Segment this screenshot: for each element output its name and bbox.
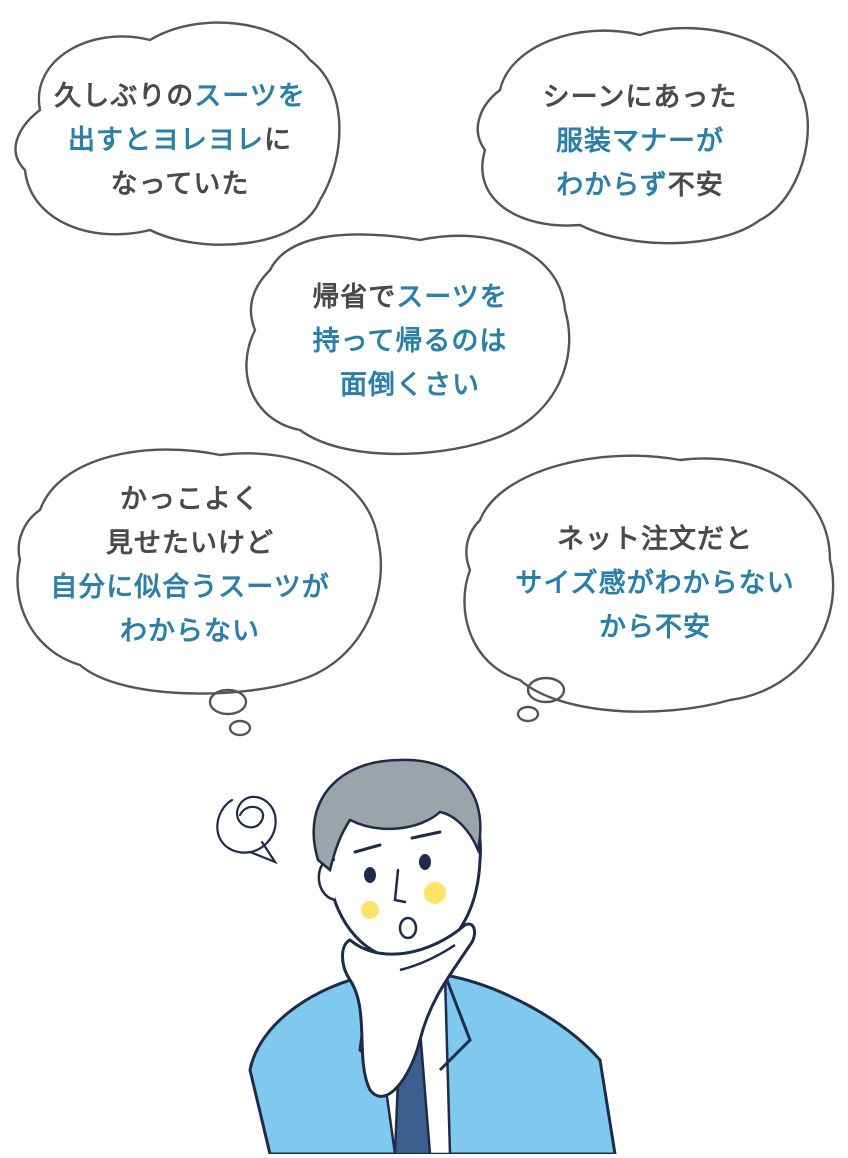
thought-bubble-3: 帰省でスーツを 持って帰るのは 面倒くさい [260,276,560,408]
bubble-2-line-2: 服装マナーが [556,126,724,157]
bubble-2-line-1: シーンにあった [542,82,738,113]
bubble-3-line-1-b: スーツを [396,282,508,313]
bubble-1-line-2-b: に [264,125,292,156]
bubble-1-line-1-a: 久しぶりの [54,81,195,112]
bubble-4-line-2: 見せたいけど [106,528,274,559]
bubble-4-line-4: わからない [120,616,260,647]
businessman-figure [248,758,617,1156]
bubble-1-line-2-a: 出すとヨレヨレ [68,125,264,156]
bubble-3-line-1-a: 帰省で [312,282,397,313]
bubble-5-line-2: サイズ感がわからない [515,568,795,599]
thought-trail-dot-1 [208,688,248,716]
bubble-5-line-3: から不安 [599,612,711,643]
thought-bubble-1: 久しぶりのスーツを 出すとヨレヨレに なっていた [30,75,330,207]
thought-bubble-outline-2 [476,27,809,245]
thought-bubble-outline-4 [16,448,383,695]
bubble-1-line-1-b: スーツを [194,81,306,112]
thought-bubble-5: ネット注文だと サイズ感がわからない から不安 [490,518,820,650]
tangled-thought-icon [216,795,278,865]
thought-bubble-outline-1 [14,21,341,246]
bubble-1-line-3: なっていた [110,169,250,200]
thought-trail-dot-4 [516,705,540,723]
thought-bubble-outline-3 [245,233,571,456]
bubble-4-line-1: かっこよく [120,484,260,515]
bubble-2-line-3-a: わからず [556,170,668,201]
bubble-2-line-3-b: 不安 [667,170,724,201]
thought-bubble-2: シーンにあった 服装マナーが わからず不安 [490,76,790,208]
bubble-5-line-1: ネット注文だと [557,524,753,555]
bubble-4-line-3: 自分に似合うスーツが [50,572,330,603]
bubble-3-line-3: 面倒くさい [340,370,480,401]
thought-trail-dot-3 [526,676,566,704]
thought-bubble-4: かっこよく 見せたいけど 自分に似合うスーツが わからない [20,478,360,654]
thought-trail-dot-2 [228,719,252,737]
bubble-3-line-2: 持って帰るのは [312,326,508,357]
thought-bubble-outline-5 [463,454,835,713]
